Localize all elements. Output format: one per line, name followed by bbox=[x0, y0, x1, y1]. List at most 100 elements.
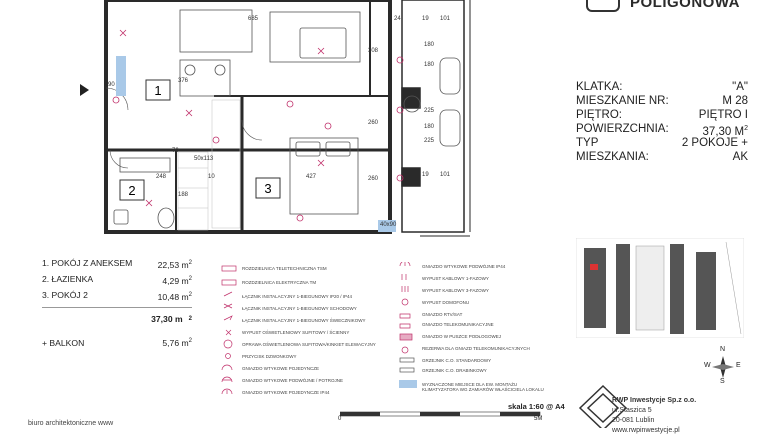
plan-balcony-chair bbox=[439, 109, 461, 147]
dim-label: 427 bbox=[306, 174, 317, 180]
legend-right-symbols bbox=[399, 262, 417, 388]
plan-bed bbox=[289, 137, 359, 215]
plan-ac-zone bbox=[116, 56, 126, 96]
company-city: 20-081 Lublin bbox=[612, 417, 655, 424]
plan-balcony-chair bbox=[439, 57, 461, 95]
room-number-2: 2 bbox=[128, 183, 135, 198]
plan-kitchen-counter bbox=[179, 9, 253, 53]
legend-item: GRZEJNIK C.O. DRABINKOWY bbox=[422, 368, 487, 373]
plan-sofa bbox=[269, 11, 361, 63]
dim-label: 188 bbox=[178, 192, 189, 198]
apartment-pointer-arrow bbox=[80, 84, 89, 96]
plan-balcony bbox=[401, 0, 465, 233]
dim-label: 10 bbox=[208, 174, 215, 180]
scale-start: 0 bbox=[338, 416, 342, 422]
legend-item: ROZDZIELNICA ELEKTRYCZNA TM bbox=[242, 280, 317, 285]
dim-label: 24 bbox=[394, 16, 401, 22]
room-name: 3. POKÓJ 2 bbox=[42, 290, 88, 301]
compass-e: E bbox=[736, 362, 741, 369]
dim-label: 101 bbox=[440, 172, 451, 178]
dim-label: 260 bbox=[368, 176, 379, 182]
room-number-3: 3 bbox=[264, 181, 271, 196]
typ-value: 2 POKOJE + AK bbox=[681, 137, 748, 163]
brand-logo-mark bbox=[586, 0, 620, 12]
compass-n: N bbox=[720, 346, 726, 353]
legend-item: GNIAZDO TELEKOMUNIKACYJNE bbox=[422, 322, 494, 327]
legend-item: ŁĄCZNIK INSTALACYJNY 1-BIEGUNOWY ŚWIECZN… bbox=[242, 318, 366, 323]
legend-item: WYPUST KABLOWY 3-FAZOWY bbox=[422, 288, 489, 293]
dim-label: 180 bbox=[424, 124, 435, 130]
dim-label: 90 bbox=[108, 82, 115, 88]
room-number-1: 1 bbox=[154, 83, 161, 98]
scale-text: skala 1:60 @ A4 bbox=[508, 402, 565, 411]
dim-label: 248 bbox=[156, 174, 167, 180]
plan-outer-wall bbox=[104, 0, 392, 234]
dim-label: 19 bbox=[422, 172, 429, 178]
plan-balcony-pillar bbox=[401, 87, 421, 109]
plan-sink bbox=[119, 157, 171, 173]
dim-label: 260 bbox=[368, 120, 379, 126]
legend-item: GNIAZDO RTV/SAT bbox=[422, 312, 463, 317]
pietro-value: PIĘTRO I bbox=[698, 109, 748, 121]
typ-label: TYP MIESZKANIA: bbox=[576, 137, 649, 163]
compass-w: W bbox=[704, 362, 711, 369]
legend-item: ŁĄCZNIK INSTALACYJNY 1-BIEGUNOWY IP20 / … bbox=[242, 294, 353, 299]
dim-label: 180 bbox=[424, 42, 435, 48]
room-area: 22,53 m bbox=[157, 259, 189, 270]
floor-plan: 1 2 3 685 24 19 101 376 308 180 180 90 2… bbox=[104, 0, 471, 237]
powierzchnia-value: 37,30 M bbox=[702, 125, 745, 138]
legend-left: ROZDZIELNICA TELETECHNICZNA TSM ROZDZIEL… bbox=[218, 262, 388, 402]
legend-item: GRZEJNIK C.O. STANDARDOWY bbox=[422, 358, 492, 363]
balcony-area: 5,76 m bbox=[162, 338, 189, 348]
company-street: ul.Staszica 5 bbox=[612, 407, 652, 414]
legend-item: WYZNACZONE MIEJSCE DLA EW. MONTAŻU KLIMA… bbox=[422, 382, 544, 392]
compass: N W E S bbox=[698, 346, 748, 388]
klatka-label: KLATKA: bbox=[576, 81, 623, 93]
dim-label: 225 bbox=[424, 108, 435, 114]
legend-item: REZERWA DLA GNIAZD TELEKOMUNIKACYJNYCH bbox=[422, 346, 530, 351]
mieszkanie-label: MIESZKANIE NR: bbox=[576, 95, 669, 107]
room-name: 1. POKÓJ Z ANEKSEM bbox=[42, 258, 133, 268]
company-info: RWP Inwestycje Sp.z o.o. ul.Staszica 5 2… bbox=[612, 396, 696, 436]
brand-name: POLIGONOWA bbox=[630, 0, 740, 11]
compass-s: S bbox=[720, 378, 725, 385]
apartment-info: KLATKA:"A" MIESZKANIE NR:M 28 PIĘTRO:PIĘ… bbox=[576, 81, 748, 163]
legend-item: GNIAZDO WTYKOWE PODWÓJNE / POTROJNE bbox=[242, 378, 344, 383]
dim-label: 19 bbox=[422, 16, 429, 22]
legend-left-symbols bbox=[221, 265, 237, 395]
dim-label: 40x90 bbox=[380, 222, 397, 228]
dim-label: 685 bbox=[248, 16, 259, 22]
company-logo-icon bbox=[578, 384, 628, 428]
footer-text: biuro architektoniczne www bbox=[28, 420, 114, 427]
plan-toilet bbox=[157, 207, 175, 229]
room-area: 4,29 m bbox=[162, 275, 189, 286]
dim-label: 308 bbox=[368, 48, 379, 54]
plan-table bbox=[179, 59, 231, 97]
legend-item: WYPUST DOMOFONU bbox=[422, 300, 470, 305]
dim-label: 101 bbox=[440, 16, 451, 22]
pietro-label: PIĘTRO: bbox=[576, 109, 623, 121]
klatka-value: "A" bbox=[732, 81, 748, 93]
dim-label: 50x113 bbox=[194, 156, 214, 162]
legend-item: PRZYCISK DZWONKOWY bbox=[242, 354, 297, 359]
powierzchnia-label: POWIERZCHNIA: bbox=[576, 123, 669, 135]
dim-label: 180 bbox=[424, 62, 435, 68]
legend-item: GNIAZDO WTYKOWE PODWÓJNE IP44 bbox=[422, 264, 506, 269]
dim-label: 70 bbox=[172, 148, 179, 154]
dim-label: 225 bbox=[424, 138, 435, 144]
room-area: 10,48 m bbox=[157, 291, 189, 302]
scale-bar bbox=[340, 411, 541, 417]
legend-item: ROZDZIELNICA TELETECHNICZNA TSM bbox=[242, 266, 327, 271]
legend-item: WYPUST KABLOWY 1-FAZOWY bbox=[422, 276, 489, 281]
legend-item: GNIAZDO W PUSZCE PODŁOGOWEJ bbox=[422, 334, 502, 339]
balcony-label: + BALKON bbox=[42, 338, 85, 348]
dim-label: 376 bbox=[178, 78, 189, 84]
legend-item: GNIAZDO WTYKOWE POJEDYNCZE bbox=[242, 366, 320, 371]
scale-end: 5M bbox=[534, 416, 543, 422]
balcony-row: + BALKON 5,76 m2 bbox=[42, 338, 192, 348]
company-name: RWP Inwestycje Sp.z o.o. bbox=[612, 397, 697, 404]
